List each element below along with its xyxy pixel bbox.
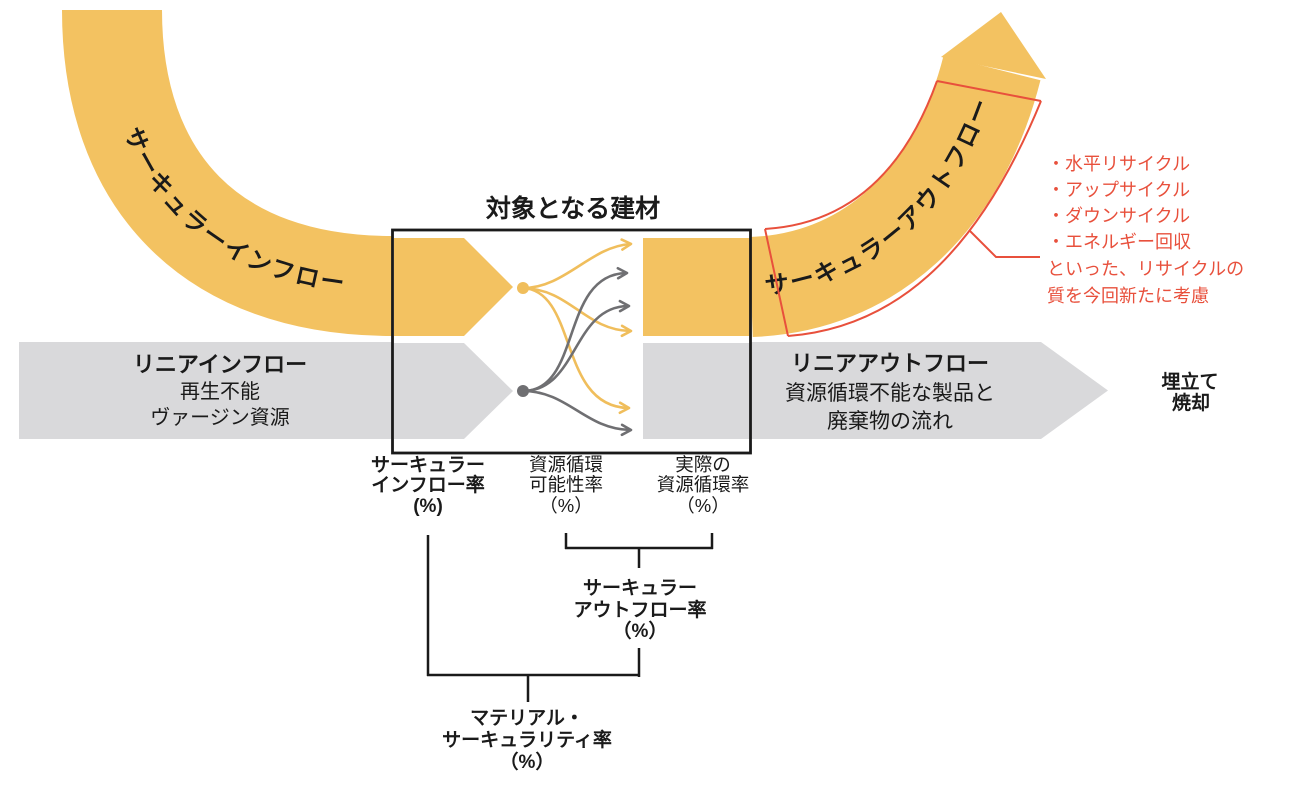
- orange-inflow-chevron-icon: [394, 238, 513, 336]
- highlight-left-cap: [764, 228, 789, 337]
- linear-inflow-line3: ヴァージン資源: [150, 406, 290, 429]
- metric-recyclability-rate: 資源循環 可能性率 （%）: [529, 454, 603, 516]
- metric-circular-outflow-rate: サーキュラー アウトフロー率 （%）: [573, 578, 706, 642]
- metric-circular-inflow-rate: サーキュラー インフロー率 (%): [371, 455, 485, 517]
- target-box-title: 対象となる建材: [486, 195, 660, 223]
- metric-bracket-lines: [426, 533, 714, 702]
- circular-outflow-rate-line3: （%）: [613, 619, 668, 642]
- recyclability-rate-line1: 資源循環: [529, 454, 603, 475]
- orange-flow-to-circular-2: [522, 286, 633, 338]
- highlight-inner-curve: [787, 100, 1042, 337]
- linear-inflow-title: リニアインフロー: [133, 352, 307, 377]
- material-circularity-rate-line2: サーキュラリティ率: [442, 728, 612, 751]
- metric-material-circularity-rate: マテリアル・ サーキュラリティ率 （%）: [442, 708, 612, 773]
- gray-outflow-stub: [643, 343, 750, 439]
- disposal-line2: 焼却: [1172, 391, 1210, 414]
- orange-flow-to-circular-1: [522, 238, 633, 290]
- linear-inflow-rect: [19, 342, 392, 439]
- note-line5: といった、リサイクルの: [1047, 259, 1244, 279]
- linear-outflow-title: リニアアウトフロー: [791, 351, 989, 376]
- note-item-1: ・水平リサイクル: [1047, 154, 1190, 174]
- linear-outflow-line2: 資源循環不能な製品と: [785, 382, 995, 405]
- gray-flow-to-linear: [522, 389, 633, 437]
- note-line6: 質を今回新たに考慮: [1047, 286, 1209, 306]
- note-item-2: ・アップサイクル: [1047, 180, 1190, 200]
- actual-recycling-rate-line3: （%）: [676, 495, 729, 516]
- recyclability-rate-line3: （%）: [539, 495, 592, 516]
- circular-outflow-rate-line1: サーキュラー: [583, 578, 697, 599]
- linear-inflow-band: リニアインフロー 再生不能 ヴァージン資源: [19, 342, 392, 439]
- recycle-note: ・水平リサイクル ・アップサイクル ・ダウンサイクル ・エネルギー回収 といった…: [1047, 154, 1244, 306]
- gray-flow-to-circular-2: [522, 299, 631, 393]
- gray-inflow-chevron-icon: [394, 343, 513, 439]
- circular-outflow-arrowhead-icon: [941, 12, 1046, 79]
- linear-inflow-line2: 再生不能: [180, 380, 260, 403]
- circular-inflow-rate-line1: サーキュラー: [371, 455, 485, 476]
- actual-recycling-rate-line2: 資源循環率: [657, 474, 750, 495]
- highlight-outer-curve: [764, 80, 938, 230]
- target-box-border: [391, 228, 752, 455]
- metric-labels: サーキュラー インフロー率 (%) 資源循環 可能性率 （%） 実際の 資源循環…: [371, 454, 749, 773]
- recycle-quality-highlight: [764, 80, 1042, 337]
- circular-outflow-rate-line2: アウトフロー率: [573, 598, 706, 621]
- recyclability-rate-line2: 可能性率: [529, 474, 603, 495]
- note-item-4: ・エネルギー回収: [1047, 232, 1191, 252]
- highlight-right-cap: [936, 80, 1042, 102]
- actual-recycling-rate-line1: 実際の: [675, 454, 731, 475]
- linear-outflow-line3: 廃棄物の流れ: [827, 410, 953, 433]
- linear-outflow-band: リニアアウトフロー 資源循環不能な製品と 廃棄物の流れ: [751, 342, 1108, 439]
- linear-outflow-arrow: [751, 342, 1108, 439]
- orange-flow-to-linear: [522, 286, 631, 415]
- material-circularity-rate-line1: マテリアル・: [470, 708, 584, 729]
- disposal-label: 埋立て 焼却: [1161, 370, 1218, 414]
- disposal-line1: 埋立て: [1161, 370, 1218, 393]
- highlight-leader-line: [969, 230, 1040, 258]
- circular-inflow-band: サーキュラーインフロー: [112, 10, 392, 297]
- material-circularity-rate-line3: （%）: [500, 750, 555, 773]
- orange-outflow-stub: [643, 238, 750, 336]
- metric-actual-recycling-rate: 実際の 資源循環率 （%）: [657, 454, 750, 516]
- circular-inflow-rate-line2: インフロー率: [371, 473, 484, 496]
- flow-curves: [522, 238, 633, 437]
- circular-inflow-rate-line3: (%): [413, 496, 443, 517]
- target-box: 対象となる建材: [391, 195, 752, 455]
- note-item-3: ・ダウンサイクル: [1047, 206, 1190, 226]
